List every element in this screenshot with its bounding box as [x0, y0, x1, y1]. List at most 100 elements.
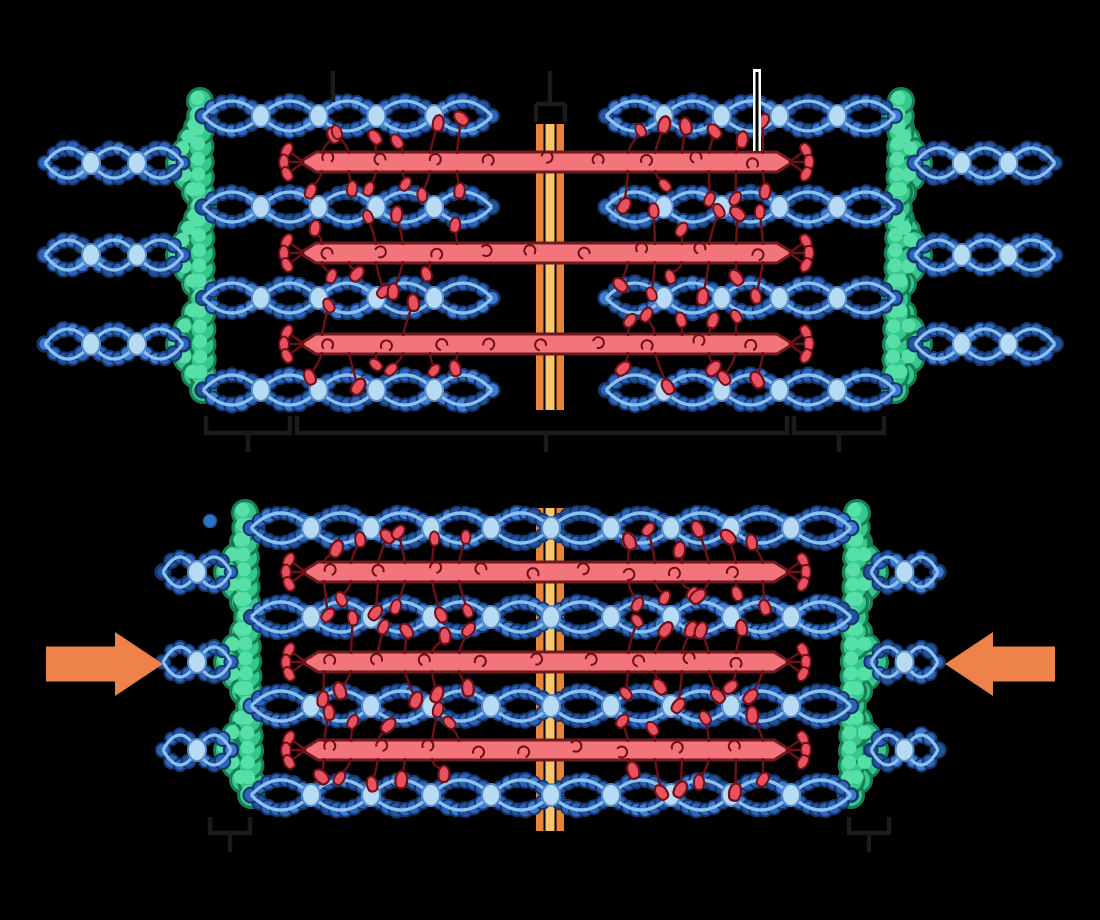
myosin-head	[630, 596, 645, 613]
troponin-node	[187, 738, 207, 762]
thick-filament	[297, 241, 796, 265]
troponin-node	[998, 151, 1019, 175]
troponin-node	[769, 378, 790, 402]
troponin-node	[481, 605, 501, 629]
myosin-head	[612, 276, 629, 294]
m-line-stripe	[545, 124, 555, 410]
m-line-stripe	[536, 124, 544, 410]
myosin-head	[308, 218, 322, 238]
calcium-ion-dot	[202, 513, 218, 529]
thick-filament	[299, 650, 793, 674]
myosin-head	[645, 720, 660, 737]
troponin-node	[541, 783, 561, 807]
myosin-head	[693, 621, 709, 640]
thin-filament-stub	[154, 727, 240, 773]
myosin-head	[389, 598, 403, 616]
myosin-head	[322, 297, 336, 314]
thin-filament-stub	[863, 639, 946, 686]
troponin-node	[769, 286, 790, 310]
troponin-node	[187, 560, 207, 584]
myosin-head	[719, 528, 737, 546]
troponin-node	[601, 605, 621, 629]
troponin-node	[250, 378, 271, 402]
troponin-node	[308, 195, 329, 219]
troponin-node	[250, 286, 271, 310]
myosin-head	[442, 715, 457, 730]
myosin-head	[282, 576, 296, 592]
troponin-node	[951, 151, 972, 175]
troponin-node	[250, 195, 271, 219]
troponin-node	[301, 783, 321, 807]
myosin-head	[362, 209, 375, 225]
troponin-node	[481, 516, 501, 540]
myosin-head	[328, 539, 345, 559]
myosin-head	[674, 221, 689, 238]
myosin-head	[616, 196, 632, 215]
thin-filament-stub	[154, 638, 239, 685]
myosin-head	[320, 607, 336, 624]
myosin-head	[727, 782, 743, 802]
thin-filament-stub	[906, 140, 1063, 187]
myosin-head	[704, 359, 722, 378]
compression-arrow-right	[945, 632, 1055, 696]
m-line-stripe	[556, 124, 564, 410]
troponin-node	[424, 286, 445, 310]
troponin-node	[601, 694, 621, 718]
myosin-head	[365, 775, 379, 793]
contracted-sarcomere-panel	[154, 499, 947, 831]
troponin-node	[827, 104, 848, 128]
thin-filament-stub	[36, 321, 192, 368]
myosin-head	[428, 530, 441, 547]
myosin-head	[657, 115, 672, 135]
troponin-node	[127, 243, 147, 267]
myosin-head	[796, 576, 810, 592]
myosin-head	[796, 552, 810, 568]
myosin-head	[461, 621, 477, 638]
relaxed-sarcomere-panel	[36, 87, 1064, 414]
myosin-head	[749, 287, 763, 305]
compression-arrows	[46, 632, 1055, 696]
myosin-head	[695, 286, 710, 307]
myosin-head	[658, 178, 673, 193]
myosin-head	[651, 677, 669, 696]
troponin-node	[366, 378, 387, 402]
troponin-node	[424, 195, 445, 219]
myosin-head	[749, 370, 766, 390]
myosin-head	[672, 780, 689, 799]
myosin-heads	[280, 519, 812, 624]
myosin-head	[461, 677, 476, 698]
thick-filament	[299, 560, 793, 584]
calcium-ion	[202, 513, 218, 529]
troponin-node	[308, 104, 329, 128]
myosin-head	[389, 133, 405, 150]
myosin-head	[316, 690, 330, 709]
myosin-head	[799, 166, 813, 182]
troponin-node	[998, 243, 1019, 267]
myosin-head	[722, 679, 739, 696]
myosin-head	[429, 684, 445, 704]
myosin-head	[796, 666, 810, 682]
myosin-head	[803, 244, 815, 262]
myosin-head	[712, 202, 726, 219]
m-line	[536, 124, 564, 410]
troponin-node	[187, 650, 207, 674]
myosin-head	[614, 360, 632, 377]
myosin-head	[379, 528, 396, 545]
troponin-node	[721, 694, 741, 718]
myosin-head	[345, 179, 359, 198]
troponin-node	[769, 104, 790, 128]
contracted-i-band-bracket-right	[846, 817, 892, 852]
troponin-node	[894, 650, 915, 674]
thick-filament	[297, 150, 796, 174]
myosin-head	[639, 306, 654, 323]
myosin-head	[660, 378, 676, 396]
myosin-head	[729, 309, 743, 324]
myosin-head	[325, 268, 338, 285]
thin-filament	[242, 504, 860, 552]
troponin-node	[781, 783, 801, 807]
myosin-head	[398, 176, 412, 192]
myosin-head	[280, 348, 294, 364]
myosin-head	[416, 186, 428, 203]
myosin-head	[448, 359, 462, 378]
